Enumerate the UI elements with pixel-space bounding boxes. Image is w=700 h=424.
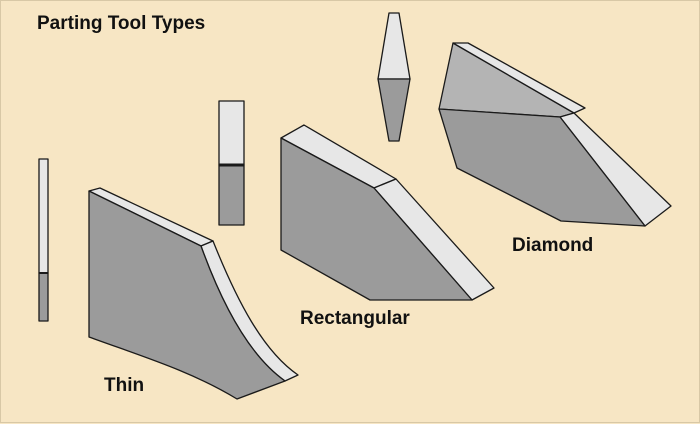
diamond-tool-blade (438, 42, 672, 227)
thin-tool-label: Thin (104, 375, 145, 396)
thin-tool-cross-section (38, 158, 49, 322)
rectangular-tool-label: Rectangular (300, 308, 410, 329)
rectangular-tool-cross-section (218, 100, 245, 226)
rectangular-tool-blade (280, 124, 495, 301)
diamond-tool-label: Diamond (512, 235, 594, 256)
diagram-title: Parting Tool Types (37, 13, 206, 34)
thin-tool-blade (88, 187, 299, 400)
diamond-tool-cross-section (377, 12, 411, 142)
